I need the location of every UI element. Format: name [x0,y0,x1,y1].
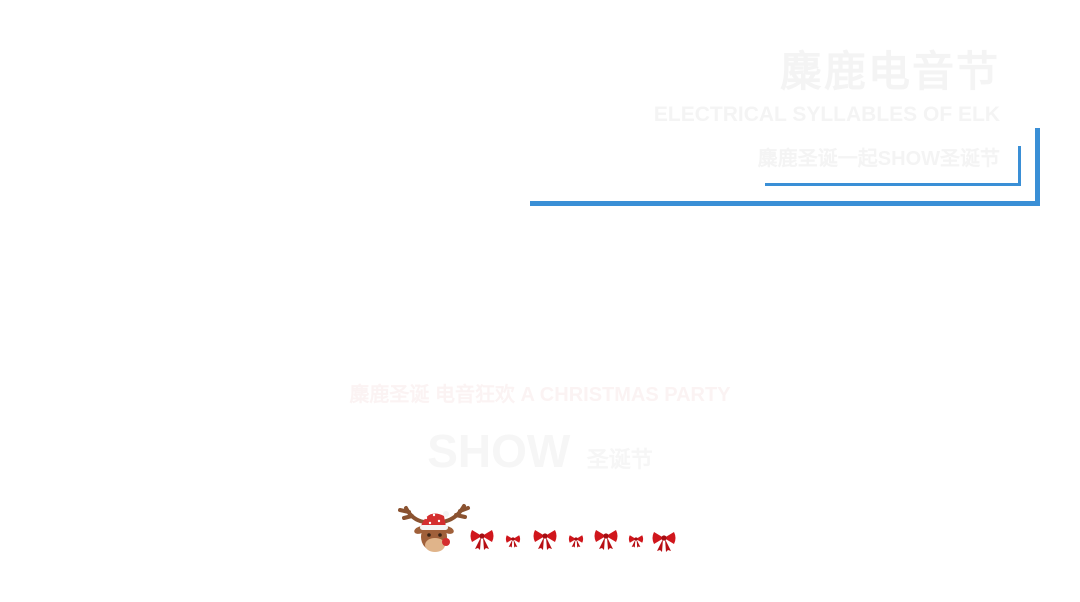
show-subword: 圣诞节 [586,447,653,472]
tagline: 麋鹿圣诞 电音狂欢 A CHRISTMAS PARTY [349,384,731,406]
show-heading: SHOW 圣诞节 [0,424,1080,478]
show-word: SHOW [427,425,571,477]
christmas-decoration [398,504,676,552]
red-bow-icon [470,530,676,552]
reindeer-santa-hat-icon [398,504,470,552]
page-title: 麋鹿电音节 [779,48,1000,95]
english-subtitle: ELECTRICAL SYLLABLES OF ELK [653,103,1000,126]
chinese-subtitle: 麋鹿圣诞一起SHOW圣诞节 [757,148,1000,170]
accent-frame-outer [530,128,1040,206]
accent-frame-inner [765,146,1021,186]
